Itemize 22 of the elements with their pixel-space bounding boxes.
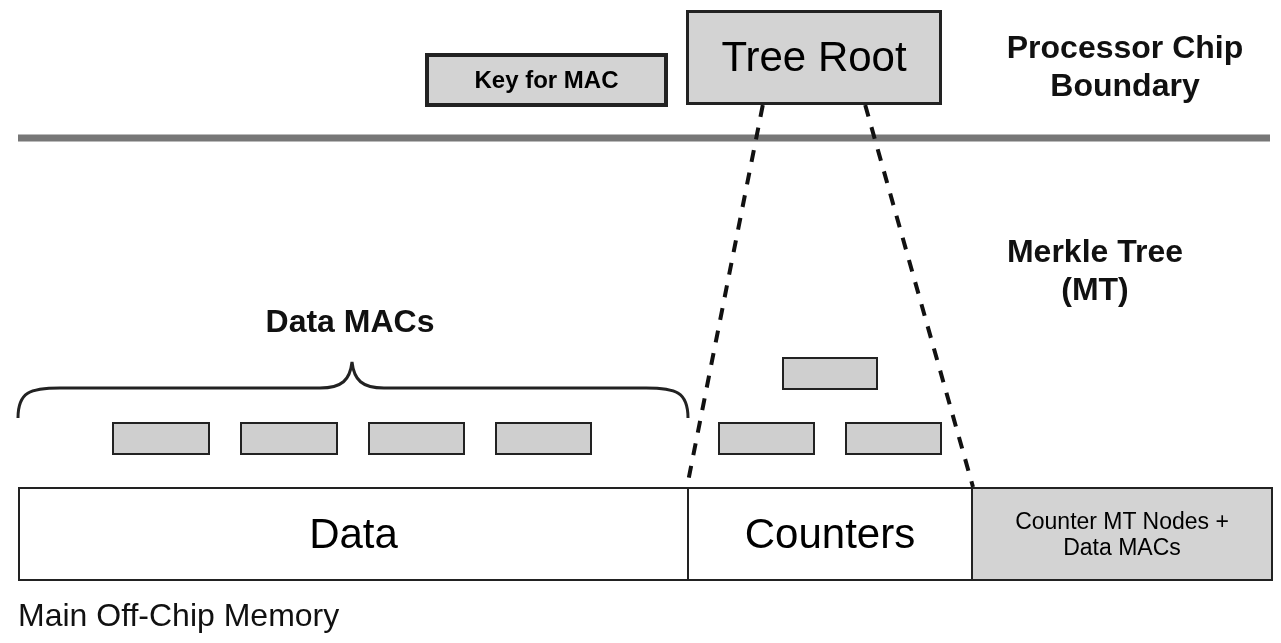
memory-region-box <box>18 487 689 581</box>
empty-box <box>495 422 592 455</box>
empty-box <box>112 422 210 455</box>
dashed-line <box>863 104 975 488</box>
tree-label: Merkle Tree (MT) <box>1005 232 1185 309</box>
label-box <box>686 10 942 105</box>
memory-region-box <box>971 487 1273 581</box>
empty-box <box>845 422 942 455</box>
group-label: Data MACs <box>264 302 436 341</box>
box-text: Counter MT Nodes + Data MACs <box>1014 507 1230 561</box>
empty-box <box>368 422 465 455</box>
empty-box <box>782 357 878 390</box>
empty-box <box>240 422 338 455</box>
box-text: Data <box>308 509 399 559</box>
memory-region-box <box>687 487 973 581</box>
empty-box <box>718 422 815 455</box>
label-box <box>425 53 668 107</box>
box-text: Tree Root <box>720 33 908 82</box>
boundary-label: Processor Chip Boundary <box>1005 28 1245 105</box>
memory-label: Main Off-Chip Memory <box>18 596 341 635</box>
box-text: Counters <box>743 509 917 559</box>
box-text: Key for MAC <box>473 66 620 94</box>
